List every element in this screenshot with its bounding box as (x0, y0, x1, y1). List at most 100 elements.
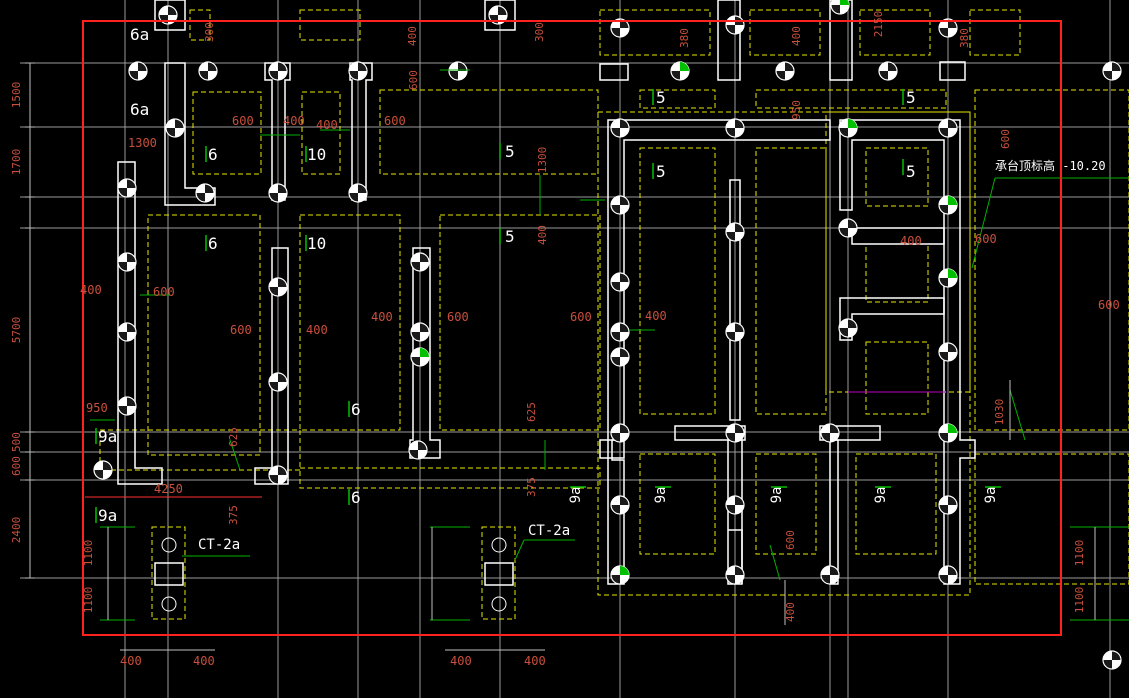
label-9a-d: 9a (653, 487, 669, 504)
column-marker (610, 118, 630, 138)
column-marker (165, 118, 185, 138)
column-marker (195, 183, 215, 203)
bottom-dim-1: 400 (120, 654, 142, 668)
label-tick-marks (95, 89, 1001, 523)
left-dim-1700: 1700 (10, 149, 23, 176)
column-marker (410, 252, 430, 272)
dim-600-i: 600 (1098, 298, 1120, 312)
bottom-dim-3: 400 (450, 654, 472, 668)
dim-600-a: 600 (232, 114, 254, 128)
ct-2a-piles (161, 537, 507, 612)
column-marker (725, 565, 745, 585)
top-dim-6: 2150 (872, 11, 885, 38)
top-dim-3: 300 (533, 22, 546, 42)
column-marker (938, 118, 958, 138)
left-dim-600: 600 (10, 456, 23, 476)
column-marker (1102, 650, 1122, 670)
left-dim-1100-a: 1100 (82, 540, 95, 567)
column-marker (117, 396, 137, 416)
column-marker (725, 118, 745, 138)
column-marker (838, 118, 858, 138)
label-10-b: 10 (307, 234, 326, 253)
dimension-lines (25, 62, 1096, 651)
top-dim-4: 380 (678, 28, 691, 48)
column-marker (938, 423, 958, 443)
label-9a-e: 9a (769, 487, 785, 504)
dim-600-d: 1300 (536, 147, 549, 174)
top-dim-7: 380 (958, 28, 971, 48)
dim-600-l: 600 (784, 530, 797, 550)
dim-625-b: 625 (525, 402, 538, 422)
top-dim-5: 400 (790, 26, 803, 46)
dim-400-i: 400 (784, 602, 797, 622)
dim-400-h: 400 (80, 283, 102, 297)
drawing-texts: 承台顶标高 -10.20 CT-2a CT-2a 1500 1700 5700 … (10, 11, 1120, 668)
column-markers (93, 0, 1122, 670)
dim-400-a: 400 (283, 114, 305, 128)
column-marker (838, 218, 858, 238)
label-5-f: 5 (906, 162, 916, 181)
column-marker (268, 465, 288, 485)
dim-375-b: 375 (525, 477, 538, 497)
column-marker (725, 222, 745, 242)
label-6a-top: 6a (130, 25, 149, 44)
left-dim-1100-b: 1100 (82, 587, 95, 614)
column-marker (1102, 61, 1122, 81)
column-marker (838, 318, 858, 338)
label-9a-b: 9a (98, 506, 117, 525)
dim-600-h: 600 (570, 310, 592, 324)
label-5-c: 5 (656, 162, 666, 181)
right-dim-1030: 1030 (993, 399, 1006, 426)
column-marker (610, 347, 630, 367)
label-9a-g: 9a (983, 487, 999, 504)
label-5-e: 5 (505, 227, 515, 246)
dim-400-e: 400 (371, 310, 393, 324)
column-marker (448, 61, 468, 81)
column-marker (268, 277, 288, 297)
column-marker (938, 495, 958, 515)
bottom-dim-4: 400 (524, 654, 546, 668)
cap-top-elevation-annotation: 承台顶标高 -10.20 (995, 158, 1106, 173)
left-dim-500: 500 (10, 432, 23, 452)
dim-4250: 4250 (154, 482, 183, 496)
label-9a-a: 9a (98, 427, 117, 446)
column-marker (610, 322, 630, 342)
left-dim-5700: 5700 (10, 317, 23, 344)
column-marker (610, 423, 630, 443)
right-dim-1100-a: 1100 (1073, 540, 1086, 567)
label-6-d: 6 (351, 488, 361, 507)
highlight-selection-box (82, 20, 1062, 636)
dashed-cap-outlines (99, 9, 1129, 620)
column-marker (938, 565, 958, 585)
dim-600-e: 600 (153, 285, 175, 299)
ct-2a-label-left: CT-2a (198, 537, 240, 553)
ct-2a-label-right: CT-2a (528, 523, 570, 539)
column-marker (820, 423, 840, 443)
column-marker (117, 252, 137, 272)
column-marker (725, 322, 745, 342)
dim-400-d: 400 (306, 323, 328, 337)
column-marker (775, 61, 795, 81)
label-10-a: 10 (307, 145, 326, 164)
label-9a-f: 9a (873, 487, 889, 504)
column-marker (198, 61, 218, 81)
dim-600-b: 600 (384, 114, 406, 128)
column-marker (938, 342, 958, 362)
column-marker (348, 61, 368, 81)
top-dim-2: 400 (406, 26, 419, 46)
right-dim-1100-b: 1100 (1073, 587, 1086, 614)
label-6-a: 6 (208, 145, 218, 164)
column-marker (670, 61, 690, 81)
dim-600-k: 950 (790, 100, 803, 120)
dim-400-f: 400 (645, 309, 667, 323)
column-marker (410, 347, 430, 367)
column-marker (268, 183, 288, 203)
dim-400-c: 400 (536, 225, 549, 245)
label-6a-mid: 6a (130, 100, 149, 119)
dim-600-f: 600 (230, 323, 252, 337)
column-marker (268, 372, 288, 392)
label-5-d: 5 (906, 88, 916, 107)
column-marker (268, 61, 288, 81)
dim-1300: 1300 (128, 136, 157, 150)
